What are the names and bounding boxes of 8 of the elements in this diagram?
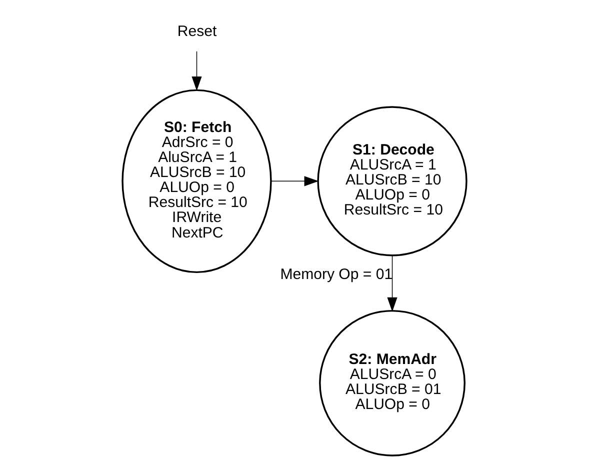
- edge-label: Memory Op = 01: [280, 266, 393, 284]
- node-ellipse: S0: Fetch AdrSrc = 0 AluSrcA = 1 ALUSrcB = 10 ALUOp = 0 ResultSrc = 10 IRWrite NextPC: [122, 89, 272, 274]
- arrow: [387, 255, 398, 312]
- node-circle: S1: Decode ALUSrcA = 1 ALUSrcB = 10 ALUOp = 0 ResultSrc = 10: [317, 106, 468, 256]
- node-text: Reset: [177, 22, 217, 40]
- arrow: [192, 51, 202, 91]
- node-circle: S2: MemAdr ALUSrcA = 0 ALUSrcB = 01 ALUOp = 0: [319, 310, 466, 456]
- arrow: [270, 176, 319, 186]
